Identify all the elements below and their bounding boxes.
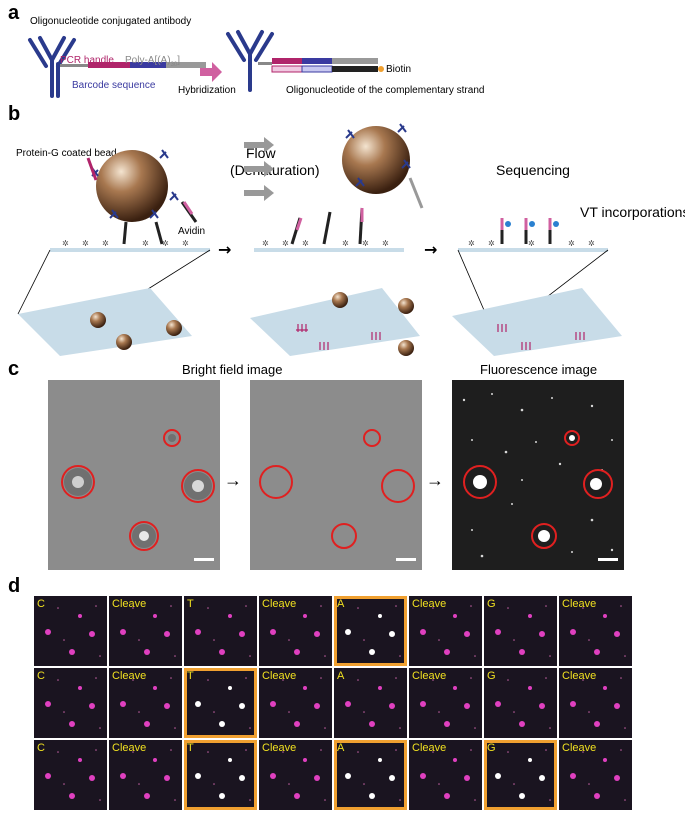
sequencing-tile: C: [34, 668, 107, 738]
sequencing-tile: Cleave: [259, 668, 332, 738]
sequencing-tile: Cleave: [409, 596, 482, 666]
svg-text:✲: ✲: [588, 239, 595, 248]
panel-letter-b: b: [8, 103, 21, 125]
fluorescence-label: Fluorescence image: [480, 362, 598, 377]
tile-label: C: [37, 742, 45, 754]
sequencing-tile: Cleave: [259, 740, 332, 810]
sequencing-tile: G: [484, 668, 557, 738]
tile-label: A: [337, 742, 345, 754]
tile-label: T: [187, 670, 194, 682]
sequencing-tile: C: [34, 740, 107, 810]
sequencing-tile: Cleave: [559, 668, 632, 738]
tile-label: Cleave: [412, 598, 447, 610]
polya-label: Poly-A[(A)30]: [125, 55, 180, 68]
panel-a-title: Oligonucleotide conjugated antibody: [30, 16, 192, 27]
tile-label: Cleave: [412, 670, 447, 682]
svg-text:→: →: [424, 240, 437, 259]
tile-label: T: [187, 742, 194, 754]
complementary-label: Oligonucleotide of the complementary str…: [286, 85, 485, 96]
sequencing-tile: A: [334, 596, 407, 666]
sequencing-label: Sequencing: [496, 162, 570, 178]
tile-label: Cleave: [112, 742, 147, 754]
svg-text:✲: ✲: [382, 239, 389, 248]
svg-text:✲: ✲: [102, 239, 109, 248]
svg-text:✲: ✲: [262, 239, 269, 248]
svg-text:✲: ✲: [282, 239, 289, 248]
tile-label: Cleave: [562, 598, 597, 610]
tile-label: Cleave: [262, 742, 297, 754]
vt-label: VT incorporations: [580, 204, 685, 220]
panel-letter-a: a: [8, 2, 20, 24]
sequencing-tile: A: [334, 740, 407, 810]
svg-text:✲: ✲: [142, 239, 149, 248]
svg-text:→: →: [218, 240, 231, 259]
tile-label: Cleave: [562, 742, 597, 754]
sequencing-tile: Cleave: [559, 740, 632, 810]
sequencing-tile: T: [184, 596, 257, 666]
tile-label: C: [37, 670, 45, 682]
tile-label: Cleave: [112, 670, 147, 682]
svg-text:✲: ✲: [182, 239, 189, 248]
tile-label: Cleave: [412, 742, 447, 754]
sequencing-tile: Cleave: [109, 740, 182, 810]
sequencing-tile: Cleave: [409, 668, 482, 738]
panel-letter-c: c: [8, 358, 20, 380]
panel-b-diagram: ✲ ✲ ✲ ✲ ✲ ✲ ✲ ✲ ✲ ✲ ✲ ✲ ✲ ✲ ✲ ✲ ✲: [17, 123, 622, 356]
sequencing-tile: T: [184, 668, 257, 738]
svg-text:✲: ✲: [362, 239, 369, 248]
bright-field-image-1: [48, 380, 220, 570]
sequencing-tile: Cleave: [109, 596, 182, 666]
polya-text: Poly-A[(A): [125, 55, 171, 66]
svg-text:✲: ✲: [342, 239, 349, 248]
svg-text:✲: ✲: [468, 239, 475, 248]
svg-text:✲: ✲: [162, 239, 169, 248]
tile-label: Cleave: [262, 670, 297, 682]
tile-label: G: [487, 742, 496, 754]
tile-label: G: [487, 670, 496, 682]
barcode-label: Barcode sequence: [72, 80, 156, 91]
bright-field-image-2: [250, 380, 422, 570]
sequencing-tile: Cleave: [259, 596, 332, 666]
tile-label: Cleave: [112, 598, 147, 610]
tile-label: C: [37, 598, 45, 610]
fluorescence-image: [452, 380, 624, 570]
bead-label: Protein-G coated bead: [16, 148, 117, 159]
tile-label: Cleave: [562, 670, 597, 682]
svg-text:✲: ✲: [302, 239, 309, 248]
panel-a-diagram: [28, 30, 384, 98]
svg-text:✲: ✲: [568, 239, 575, 248]
tile-label: A: [337, 598, 345, 610]
sequencing-tile: G: [484, 596, 557, 666]
hybridization-label: Hybridization: [178, 85, 236, 96]
sequencing-tile: Cleave: [409, 740, 482, 810]
arrow-c2: →: [426, 470, 444, 490]
sequencing-tile: Cleave: [559, 596, 632, 666]
polya-end: ]: [177, 55, 181, 66]
tile-label: Cleave: [262, 598, 297, 610]
avidin-label: Avidin: [178, 226, 206, 237]
sequencing-tile: A: [334, 668, 407, 738]
svg-text:✲: ✲: [82, 239, 89, 248]
svg-text:✲: ✲: [488, 239, 495, 248]
tile-label: G: [487, 598, 496, 610]
sequencing-tile: C: [34, 596, 107, 666]
sequencing-tile: G: [484, 740, 557, 810]
arrow-c1: →: [224, 470, 242, 490]
tile-label: A: [337, 670, 345, 682]
pcr-handle-label: PCR handle: [60, 55, 114, 66]
svg-text:✲: ✲: [62, 239, 69, 248]
sequencing-tile: Cleave: [109, 668, 182, 738]
biotin-label: Biotin: [386, 64, 412, 75]
svg-text:✲: ✲: [528, 239, 535, 248]
sequencing-tile: T: [184, 740, 257, 810]
bright-field-label: Bright field image: [182, 362, 283, 377]
panel-letter-d: d: [8, 575, 21, 597]
polya-sub: 30: [170, 62, 178, 68]
tile-label: T: [187, 598, 194, 610]
